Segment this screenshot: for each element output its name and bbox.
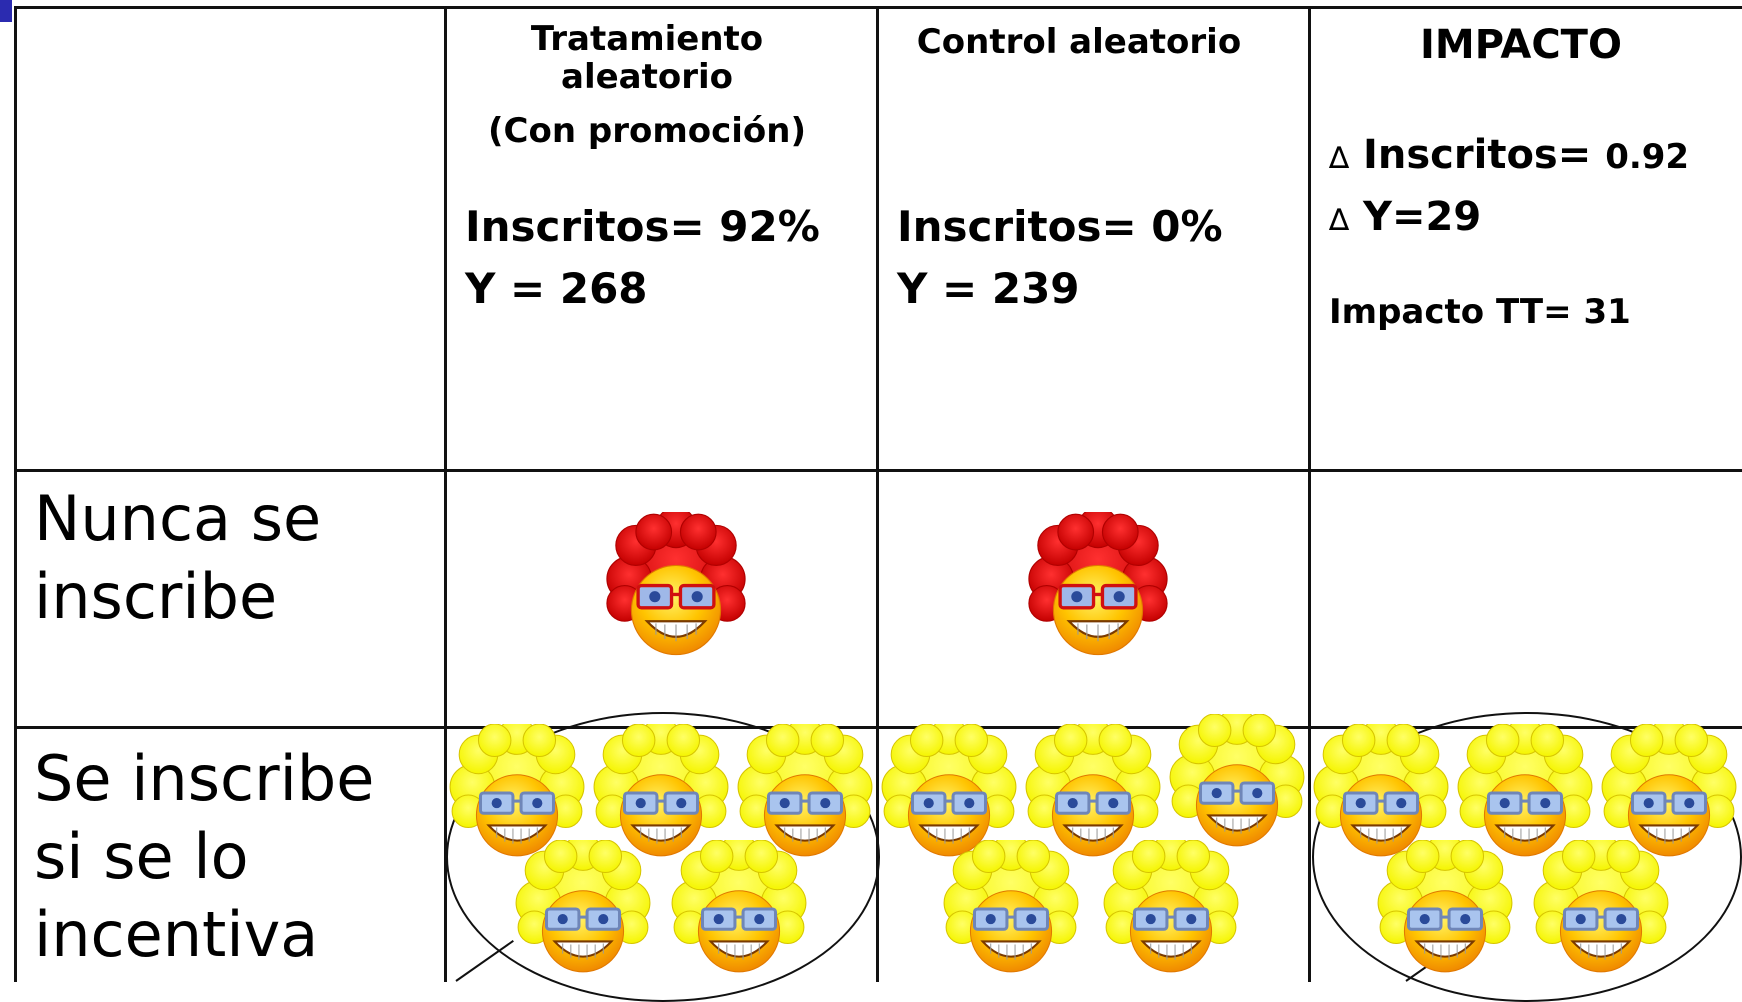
treatment-title-line2: aleatorio [561,57,733,97]
red-hair-smiley-icon [1020,512,1176,668]
impact-tt: Impacto TT= 31 [1329,292,1631,332]
slide-accent-bar [0,0,12,22]
yellow-hair-smiley-icon [940,840,1082,982]
table-border-top [14,6,1742,9]
row-label-never-line1: Nunca se [34,482,322,555]
row-label-never-line2: inscribe [34,560,278,633]
row-label-compliers: Se inscribe si se lo incentiva [34,740,434,974]
impact-delta-enrolled-value: 0.92 [1605,137,1690,177]
row-label-complier-line2: si se lo [34,820,249,893]
row-label-never-enroll: Nunca se inscribe [34,480,434,636]
control-header-cell: Control aleatorio Inscritos= 0% Y = 239 [879,20,1309,460]
column-divider [1308,6,1311,982]
yellow-hair-smiley-icon [668,840,810,982]
impact-title: IMPACTO [1420,22,1622,68]
control-y: Y = 239 [897,264,1080,313]
impact-delta-y: Y=29 [1363,194,1482,240]
treatment-title-line1: Tratamiento [530,19,764,59]
column-divider [444,6,447,982]
yellow-hair-smiley-icon [1100,840,1242,982]
comparison-table [14,6,1742,982]
treatment-header-cell: Tratamiento aleatorio (Con promoción) In… [447,20,877,460]
control-title: Control aleatorio [916,22,1242,62]
row-divider [14,469,1742,472]
impact-header-cell: IMPACTO ∆ Inscritos= 0.92 ∆ Y=29 Impacto… [1311,20,1742,460]
row-label-complier-line3: incentiva [34,898,319,971]
row-divider [14,726,1742,729]
table-border-left [14,6,17,982]
row-label-complier-line1: Se inscribe [34,742,375,815]
impact-delta-enrolled-label: Inscritos= [1363,132,1592,178]
control-enrolled: Inscritos= 0% [897,202,1223,251]
treatment-title-line3: (Con promoción) [487,111,807,151]
treatment-y: Y = 268 [465,264,648,313]
treatment-enrolled: Inscritos= 92% [465,202,820,251]
yellow-hair-smiley-icon [512,840,654,982]
yellow-hair-smiley-icon [1530,840,1672,982]
delta-icon: ∆ [1329,203,1350,238]
yellow-hair-smiley-icon [1374,840,1516,982]
yellow-hair-smiley-icon [1166,714,1308,856]
delta-icon: ∆ [1329,141,1350,176]
column-divider [876,6,879,982]
red-hair-smiley-icon [598,512,754,668]
